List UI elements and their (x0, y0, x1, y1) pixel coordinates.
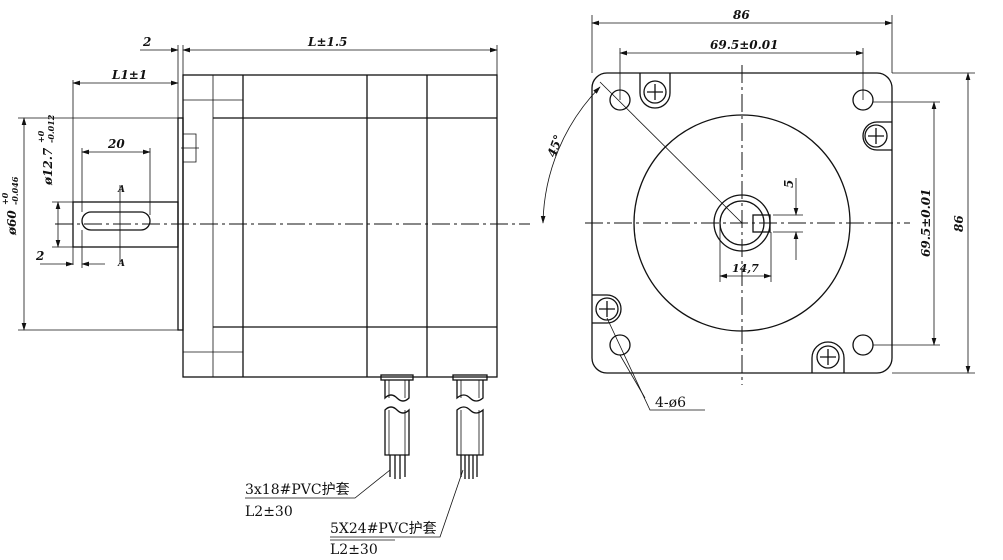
dim-pilot-diameter: ø60 (5, 210, 19, 236)
cable1-spec: 3x18#PVC护套 (245, 482, 350, 498)
cable-2 (452, 374, 488, 479)
dim-hole-spacing-h: 69.5±0.01 (710, 38, 779, 52)
cable2-length: L2±30 (330, 542, 378, 558)
dim-key-offset: 2 (35, 249, 44, 263)
section-mark-bottom: A (117, 259, 125, 269)
dim-key-width: 5 (782, 180, 796, 188)
side-view: 2 L±1.5 L1±1 20 ø60 +0 -0.046 ø12.7 +0 -… (0, 35, 530, 558)
motor-body (177, 74, 498, 378)
dim-width: 86 (733, 8, 750, 22)
dim-hole-spacing-v: 69.5±0.01 (919, 188, 933, 257)
front-view: 45° 86 69.5±0.01 86 69.5±0.01 5 14,7 4-ø… (540, 8, 975, 411)
section-mark-top: A (117, 185, 125, 195)
screws (592, 73, 892, 373)
dim-flange: 2 (142, 35, 151, 49)
dim-angle: 45° (545, 133, 566, 159)
shaft-tol-lower: -0.012 (46, 114, 56, 143)
cable2-spec: 5X24#PVC护套 (330, 521, 437, 537)
pilot-tol-lower: -0.046 (10, 176, 20, 205)
shaft-tol-upper: +0 (36, 130, 46, 143)
dim-key-length: 20 (107, 137, 125, 151)
dim-shaft-diameter: ø12.7 (41, 147, 55, 186)
hole-spec: 4-ø6 (655, 395, 686, 411)
dim-height: 86 (952, 215, 966, 232)
cable1-length: L2±30 (245, 504, 293, 520)
dim-length: L±1.5 (307, 35, 347, 49)
cable-1 (380, 374, 414, 479)
dim-shaft-length: L1±1 (111, 68, 147, 82)
pilot-tol-upper: +0 (0, 192, 10, 205)
dim-flat: 14,7 (732, 262, 759, 275)
